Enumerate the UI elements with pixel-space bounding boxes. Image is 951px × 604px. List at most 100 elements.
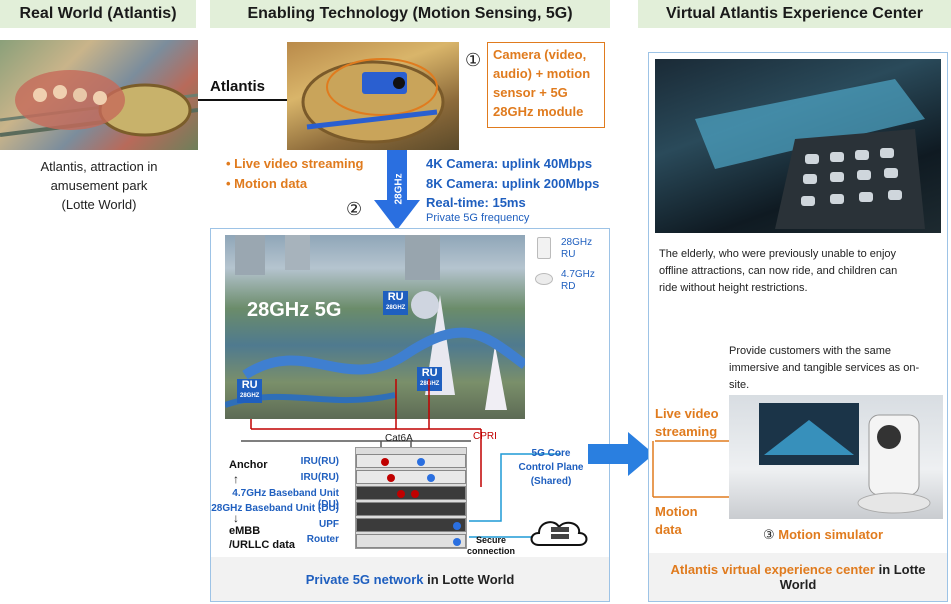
network-big-label: 28GHz 5G [247,299,342,321]
ru-badge-right-label: RU [421,367,438,379]
device-line-3: sensor + 5G [493,85,568,100]
core-control-plane: 5G Core Control Plane (Shared) [511,447,591,489]
motion-simulator-photo [729,395,943,519]
motion-line-1: Motion [655,504,698,519]
rack-label-router: Router [306,534,339,545]
bullet-live-video-text: Live video streaming [234,156,364,171]
elderly-line-1: The elderly, who were previously unable … [659,248,897,260]
rack-unit-47ghz-du [356,486,466,500]
rack-label-iru-1: IRU(RU) [300,456,339,467]
spec-realtime: Real-time: 15ms [426,195,526,210]
ru-badge-top-sub: 28GHZ [386,305,406,311]
header-enabling-technology: Enabling Technology (Motion Sensing, 5G) [210,0,610,28]
experience-center-render [655,59,941,233]
cpri-label: CPRI [473,431,497,442]
rack-label-upf: UPF [319,519,339,530]
camera-illustration [301,58,445,144]
spec-frequency: Private 5G frequency [426,212,530,224]
spec-4k: 4K Camera: uplink 40Mbps [426,156,593,171]
bullet-motion-data: • Motion data [226,176,308,191]
device-line-4: 28GHz module [493,104,584,119]
server-rack [355,447,467,549]
device-line-2: audio) + motion [493,66,591,81]
transfer-right-arrow [588,432,654,476]
motion-data-label: Motion data [655,503,698,539]
provide-description: Provide customers with the same immersiv… [729,343,945,394]
core-line-3: (Shared) [530,476,572,487]
virtual-center-footer: Atlantis virtual experience center in Lo… [649,553,947,601]
anchor-up-arrow: ↑ [233,472,239,486]
header-real-world: Real World (Atlantis) [0,0,196,28]
legend-ru-line2: RU [561,249,576,260]
rack-unit-router [356,534,466,548]
atlantis-arrow-label: Atlantis [210,78,266,95]
secure-connection-label: Secure connection [467,535,515,557]
step-3-label: Motion simulator [778,527,883,542]
step-2-number: ② [346,199,363,219]
device-description-box: Camera (video, audio) + motion sensor + … [487,42,605,128]
bullet-motion-data-text: Motion data [234,176,308,191]
footer-center-line2: World [779,577,817,592]
uplink-arrow-label: 28GHz [393,173,405,205]
core-line-1: 5G Core [531,448,571,459]
rd-device-icon [535,273,553,285]
ru-device-icon [537,237,551,259]
live-line-1: Live video [655,406,719,421]
elderly-description: The elderly, who were previously unable … [659,246,945,297]
private-network-footer: Private 5G network in Lotte World [211,557,609,601]
elderly-line-2: offline attractions, can now ride, and c… [659,265,898,277]
rack-label-47ghz-du: 4.7GHz Baseband Unit (DU) [232,488,339,510]
ru-badge-left-label: RU [241,379,258,391]
ru-badge-left-sub: 28GHZ [240,393,260,399]
motion-line-2: data [655,522,682,537]
header-virtual-center: Virtual Atlantis Experience Center [638,0,951,28]
anchor-label: Anchor [229,459,268,471]
rack-unit-upf [356,518,466,532]
rack-unit-28ghz-du [356,502,466,516]
uplink-down-arrow [374,150,420,230]
legend-ru-line1: 28GHz [561,237,593,248]
core-line-2: Control Plane [518,462,584,473]
step-1-number: ① [465,50,482,70]
footer-center-highlight: Atlantis virtual experience center [670,562,875,577]
legend-rd: 4.7GHz RD [561,269,595,293]
provide-line-2: immersive and tangible services as on- [729,362,920,374]
rack-unit-iru-2 [356,470,466,484]
lotte-world-aerial-photo [225,235,525,419]
live-video-label: Live video streaming [655,405,719,441]
footer-center-rest: in Lotte [874,562,926,577]
cable-lines [241,379,482,487]
bullet-live-video: • Live video streaming [226,156,364,171]
secure-line-1: Secure [475,535,507,545]
legend-rd-line2: RD [561,281,576,292]
step-3-caption: ③ Motion simulator [763,527,883,543]
ru-badge-top-label: RU [387,291,404,303]
ru-badge-left: RU 28GHZ [237,379,263,403]
caption-line-3: (Lotte World) [61,197,137,212]
caption-line-1: Atlantis, attraction in [40,159,158,174]
virtual-center-panel: The elderly, who were previously unable … [648,52,948,602]
simulator-illustration [759,403,931,514]
secure-line-2: connection [467,546,516,556]
embb-label: eMBB [229,525,261,537]
cat6a-label: Cat6A [385,433,413,444]
private-network-panel: 28GHz 5G RU 28GHZ RU 28GHZ RU 28GHZ 28GH… [210,228,610,602]
camera-device-photo [287,42,459,150]
ride-illustration [0,70,198,137]
atlantis-arrow-line [198,99,290,101]
footer-network-highlight: Private 5G network [305,571,424,587]
caption-line-2: amusement park [50,178,148,193]
spec-8k: 8K Camera: uplink 200Mbps [426,176,600,191]
legend-rd-line1: 4.7GHz [561,269,595,280]
rack-unit-iru-1 [356,454,466,468]
atlantis-ride-photo [0,40,198,150]
device-line-1: Camera (video, [493,47,587,62]
legend-ru: 28GHz RU [561,237,592,261]
embb-down-arrow: ↓ [233,511,239,525]
urllc-label: /URLLC data [229,539,295,551]
ru-badge-top: RU 28GHZ [383,291,409,315]
rack-label-28ghz-du: 28GHz Baseband Unit (DU) [211,503,339,514]
render-illustration [695,79,925,229]
live-line-2: streaming [655,424,718,439]
rack-label-iru-2: IRU(RU) [300,472,339,483]
